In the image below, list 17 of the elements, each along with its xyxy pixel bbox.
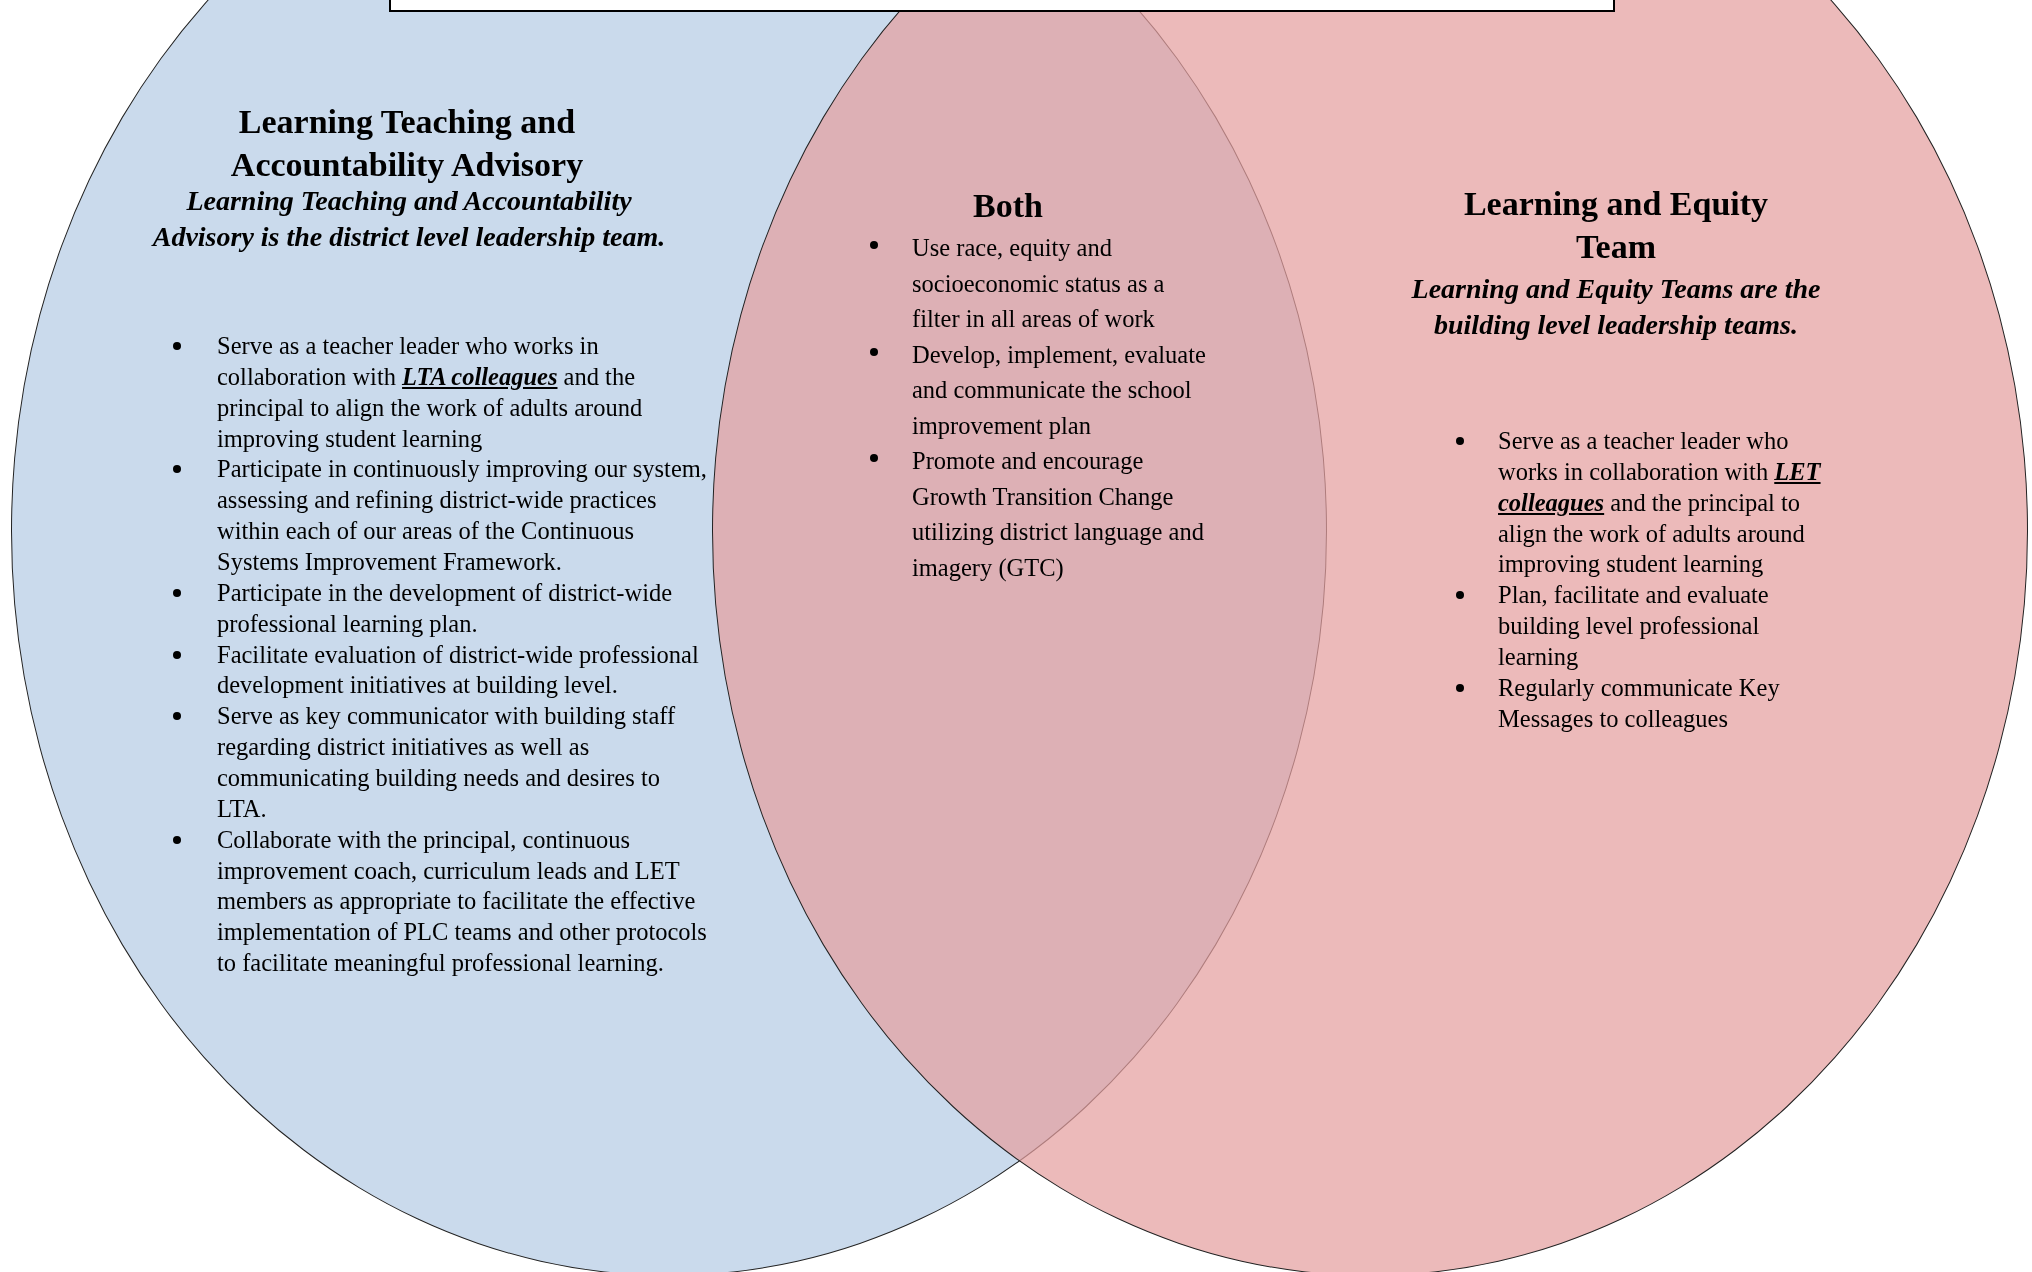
bullet-text: Participate in continuously improving our system, assessing and refining district-wide practices within each of our areas of the Continuous Systems Improvement Framework.: [217, 455, 707, 575]
subtitle: Learning Teaching and Accountability Advisory is the district level leadership team.: [150, 184, 667, 255]
bullet-text: Serve as a teacher leader who works in collaboration with LET colleagues and the principal to align the work of adults around improving student learning: [1498, 427, 1821, 578]
bullet-text: Facilitate evaluation of district-wide professional development initiatives at building level.: [217, 640, 699, 699]
bullet-text: Promote and encourage Growth Transition Change utilizing district language and imagery (GTC): [912, 447, 1204, 581]
heading: Learning Teaching and Accountability Advisory: [229, 102, 585, 185]
heading: Both: [972, 186, 1044, 226]
bullet-text: Collaborate with the principal, continuous improvement coach, curriculum leads and LET members as appropriate to facilitate the effective implementation of PLC teams and other protocols to facilitate meaningful professional learning.: [217, 825, 707, 977]
heading: Learning and Equity Team: [1462, 184, 1770, 267]
bullet-text: Develop, implement, evaluate and communicate the school improvement plan: [912, 340, 1206, 439]
bullet-text: Serve as key communicator with building staff regarding district initiatives as well as communicating building needs and desires to LTA.: [217, 702, 676, 822]
bullet-text: Regularly communicate Key Messages to colleagues: [1498, 673, 1780, 732]
bullet-text: Use race, equity and socioeconomic status as a filter in all areas of work: [912, 234, 1165, 333]
bullet-text: Serve as a teacher leader who works in collaboration with LTA colleagues and the principal to align the work of adults around improving student learning: [217, 332, 643, 452]
bullet-text: Plan, facilitate and evaluate building level professional learning: [1498, 581, 1769, 670]
subtitle: Learning and Equity Teams are the building level leadership teams.: [1410, 272, 1822, 343]
bullet-text: Participate in the development of district-wide professional learning plan.: [217, 578, 673, 637]
